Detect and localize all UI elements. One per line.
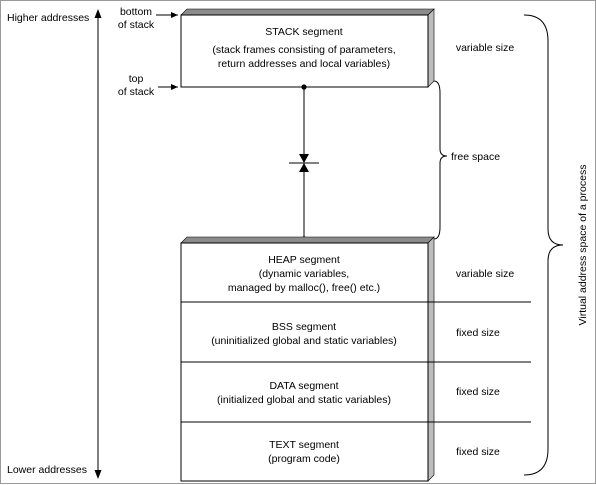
growth-indicator <box>289 84 319 242</box>
data-segment-title: DATA segment <box>269 380 338 392</box>
virtual-space-label: Virtual address space of a process <box>577 165 589 326</box>
stack-growth-arrowhead <box>299 154 309 163</box>
text-segment-title: TEXT segment <box>269 439 339 451</box>
bss-segment-title: BSS segment <box>272 321 336 333</box>
heap-segment-desc-line2: managed by malloc(), free() etc.) <box>228 282 380 294</box>
bottom-of-stack-label-line2: of stack <box>118 19 155 31</box>
stack-segment: STACK segment (stack frames consisting o… <box>180 8 515 88</box>
virtual-space-brace-shape <box>523 14 564 476</box>
free-space-label: free space <box>451 151 500 163</box>
stack-segment-desc-line2: return addresses and local variables) <box>218 58 390 70</box>
bottom-of-stack-label-line1: bottom <box>120 6 152 18</box>
stack-segment-size: variable size <box>456 42 515 54</box>
text-segment-size: fixed size <box>456 446 500 458</box>
stack-pointers: bottom of stack top of stack <box>118 6 178 98</box>
lower-segments: HEAP segment (dynamic variables, managed… <box>180 236 531 482</box>
bss-segment-size: fixed size <box>456 327 500 339</box>
stack-segment-side-face <box>427 8 435 88</box>
heap-growth-arrowhead <box>299 163 309 172</box>
heap-segment-size: variable size <box>456 268 515 280</box>
axis-down-arrowhead <box>94 470 102 479</box>
stack-segment-title: STACK segment <box>265 26 342 38</box>
virtual-space-brace: Virtual address space of a process <box>523 14 589 476</box>
data-segment-size: fixed size <box>456 386 500 398</box>
heap-segment-desc-line1: (dynamic variables, <box>259 268 349 280</box>
address-axis: Higher addresses Lower addresses <box>7 9 102 479</box>
free-space-brace-shape <box>433 80 448 240</box>
lower-addresses-label: Lower addresses <box>7 464 87 476</box>
text-segment-desc: (program code) <box>268 453 340 465</box>
top-of-stack-label-line2: of stack <box>118 86 155 98</box>
axis-up-arrowhead <box>94 9 102 18</box>
stack-segment-desc-line1: (stack frames consisting of parameters, <box>212 44 395 56</box>
lower-segments-side-face <box>427 236 435 482</box>
stack-segment-top-face <box>180 8 435 16</box>
heap-segment-top-face <box>180 236 435 244</box>
stack-growth-dot <box>301 84 307 90</box>
free-space-brace: free space <box>433 80 500 240</box>
stack-segment-box <box>180 14 429 88</box>
bss-segment-desc: (uninitialized global and static variabl… <box>211 335 397 347</box>
data-segment-desc: (initialized global and static variables… <box>217 394 391 406</box>
heap-segment-title: HEAP segment <box>268 254 340 266</box>
top-of-stack-label-line1: top <box>129 73 144 85</box>
higher-addresses-label: Higher addresses <box>7 12 89 24</box>
